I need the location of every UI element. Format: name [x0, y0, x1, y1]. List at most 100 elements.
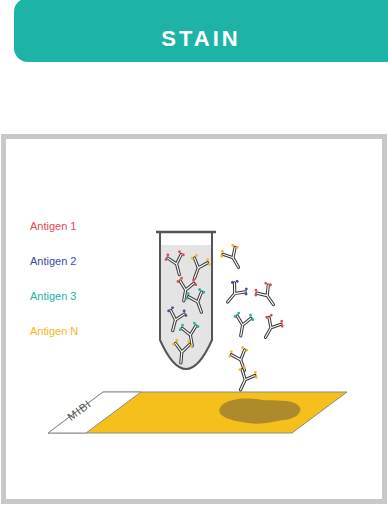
antibody-fill	[222, 283, 245, 307]
antibody-outline	[234, 316, 251, 337]
antibody-outline	[188, 258, 208, 281]
antigen-binding-mark	[231, 243, 235, 247]
antigen-key: Antigen 2	[30, 255, 76, 267]
antigen-binding-mark	[196, 325, 199, 328]
antigen-binding-mark	[228, 355, 232, 359]
antigen-binding-mark	[194, 283, 197, 286]
antigen-binding-mark	[198, 288, 202, 292]
antigen-binding-mark	[249, 314, 252, 317]
antigen-binding-mark	[280, 324, 284, 328]
antigen-binding-mark	[164, 258, 167, 261]
antibody-fill	[257, 285, 279, 309]
antibody-outline	[166, 310, 184, 332]
antibody	[171, 339, 194, 364]
antigen-binding-mark	[264, 281, 268, 285]
antigen-binding-mark	[238, 368, 242, 372]
antigen-binding-mark	[254, 375, 258, 379]
antigen-binding-mark	[269, 313, 273, 317]
antibody-outline	[168, 254, 186, 276]
antigen-binding-mark	[253, 371, 257, 375]
antigen-binding-mark	[176, 280, 179, 283]
antigen-binding-mark	[178, 250, 181, 253]
antigen-binding-mark	[167, 309, 170, 312]
antibody-fill	[234, 316, 251, 337]
tube-rim	[156, 231, 216, 234]
antibody	[163, 249, 189, 277]
tube-liquid	[160, 245, 212, 369]
antigen-binding-mark	[229, 350, 233, 354]
antigen-key: Antigen 3	[30, 290, 76, 302]
antibody-fill	[166, 310, 184, 332]
antibody-fill	[231, 350, 251, 373]
antigen-binding-mark	[180, 276, 183, 279]
antibody-fill	[188, 292, 208, 315]
antigen-binding-mark	[187, 340, 190, 343]
tissue-section	[219, 399, 300, 424]
antibody-fill	[174, 343, 190, 363]
glass-slide	[48, 392, 347, 433]
antibody-fill	[168, 254, 186, 276]
antibody-outline	[223, 247, 245, 270]
antigen-binding-mark	[245, 348, 249, 352]
antibody-outline	[234, 370, 255, 393]
antigen-binding-mark	[269, 283, 273, 287]
antibody	[218, 242, 248, 273]
antigen-binding-mark	[193, 321, 196, 324]
slide-label-area	[48, 392, 141, 433]
antibody-fill	[234, 370, 255, 393]
antigen-binding-mark	[172, 343, 175, 346]
tube	[160, 232, 212, 369]
antibody-fill	[188, 258, 208, 281]
antibody	[231, 311, 256, 338]
antigen-key: Antigen 1	[30, 220, 76, 232]
antigen-binding-mark	[186, 292, 190, 296]
antigen-binding-mark	[181, 324, 184, 327]
antibody	[256, 312, 286, 343]
antibody	[227, 345, 255, 374]
antigen-binding-mark	[182, 309, 185, 312]
antigen-binding-mark	[254, 288, 258, 292]
antigen-binding-mark	[237, 311, 240, 314]
antigen-binding-mark	[206, 258, 210, 262]
antigen-key: Antigen N	[30, 325, 78, 337]
antibody-outline	[222, 283, 245, 307]
antibody	[185, 253, 213, 282]
title-banner	[14, 0, 388, 62]
antibody-outline	[257, 285, 279, 309]
antigen-binding-mark	[171, 306, 174, 309]
antigen-binding-mark	[175, 339, 178, 342]
antigen-binding-mark	[185, 297, 189, 301]
antigen-binding-mark	[243, 365, 247, 369]
antigen-binding-mark	[220, 249, 224, 253]
antigen-binding-mark	[184, 314, 187, 317]
antigen-binding-mark	[195, 254, 199, 258]
antigen-binding-mark	[233, 315, 236, 318]
antigen-binding-mark	[241, 346, 245, 350]
antibody	[184, 287, 212, 316]
antigen-binding-mark	[244, 292, 248, 296]
antigen-binding-mark	[235, 279, 239, 283]
antigen-binding-mark	[251, 318, 254, 321]
antigen-binding-mark	[202, 290, 206, 294]
antibody-outline	[188, 292, 208, 315]
antigen-binding-mark	[190, 344, 193, 347]
antibody-fill	[259, 317, 281, 340]
antigen-binding-mark	[182, 253, 185, 256]
antigen-binding-mark	[254, 293, 258, 297]
antigen-binding-mark	[244, 287, 248, 291]
antibody-fill	[223, 247, 245, 270]
antigen-binding-mark	[265, 315, 269, 319]
antigen-binding-mark	[166, 253, 169, 256]
antigen-binding-mark	[220, 254, 224, 258]
antibody-outline	[259, 317, 281, 340]
antibody-outline	[231, 350, 251, 373]
antigen-binding-mark	[235, 245, 239, 249]
antibodies	[163, 242, 287, 394]
antibody	[252, 280, 282, 311]
antigen-binding-mark	[192, 279, 195, 282]
antibody	[231, 364, 260, 394]
antigen-binding-mark	[207, 263, 211, 267]
antigen-binding-mark	[190, 256, 194, 260]
